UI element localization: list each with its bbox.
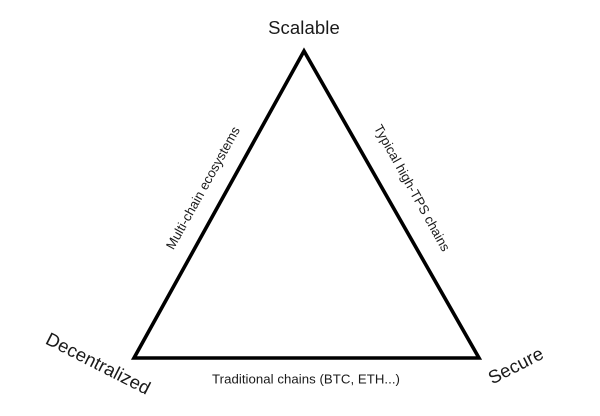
vertex-label-scalable: Scalable — [268, 16, 340, 38]
edge-label-traditional-chains: Traditional chains (BTC, ETH...) — [212, 371, 400, 387]
triangle-outline — [130, 47, 483, 360]
